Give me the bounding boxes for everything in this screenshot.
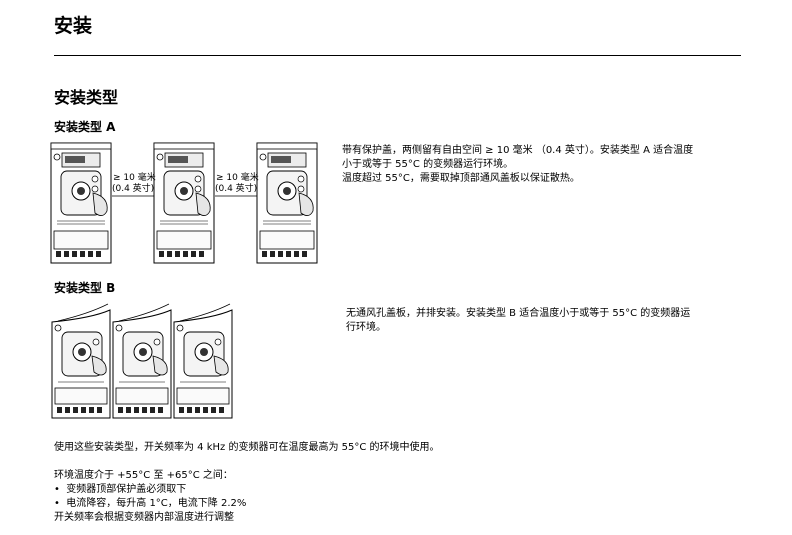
- bullet-item: • 电流降容，每升高 1°C，电流下降 2.2%: [54, 498, 247, 509]
- type-a-line: 带有保护盖，两侧留有自由空间 ≥ 10 毫米 （0.4 英寸）。安装类型 A 适…: [342, 145, 694, 156]
- type-a-illustration: ≥ 10 毫米 (0.4 英寸) ≥ 10 毫米 (0.4 英寸): [50, 142, 318, 264]
- gap-label-2a: (0.4 英寸): [112, 182, 154, 194]
- type-b-illustration: [51, 303, 233, 419]
- type-b-description: 无通风孔盖板，并排安装。安装类型 B 适合温度小于或等于 55°C 的变频器运 …: [346, 307, 690, 335]
- type-a-line: 温度超过 55°C，需要取掉顶部通风盖板以保证散热。: [342, 173, 580, 184]
- bullet-item: • 变频器顶部保护盖必须取下: [54, 484, 187, 495]
- environment-notes: 环境温度介于 +55°C 至 +65°C 之间： • 变频器顶部保护盖必须取下 …: [54, 469, 246, 525]
- gap-label-2b: (0.4 英寸): [215, 182, 257, 194]
- type-b-heading: 安装类型 B: [54, 281, 116, 295]
- environment-intro: 环境温度介于 +55°C 至 +65°C 之间：: [54, 470, 233, 481]
- type-b-line: 无通风孔盖板，并排安装。安装类型 B 适合温度小于或等于 55°C 的变频器运: [346, 308, 691, 319]
- frequency-note: 使用这些安装类型，开关频率为 4 kHz 的变频器可在温度最高为 55°C 的环…: [54, 442, 440, 453]
- type-b-line: 行环境。: [346, 322, 386, 333]
- switching-frequency-note: 开关频率会根据变频器内部温度进行调整: [54, 512, 234, 523]
- title-divider: [54, 55, 741, 56]
- type-a-heading: 安装类型 A: [54, 120, 116, 134]
- bullet-icon: •: [54, 498, 67, 509]
- type-a-line: 小于或等于 55°C 的变频器运行环境。: [342, 159, 514, 170]
- section-title: 安装类型: [54, 88, 119, 107]
- page-title: 安装: [54, 15, 93, 37]
- bullet-icon: •: [54, 484, 67, 495]
- gap-label-1b: ≥ 10 毫米: [216, 171, 259, 183]
- gap-label-1a: ≥ 10 毫米: [113, 171, 156, 183]
- type-a-description: 带有保护盖，两侧留有自由空间 ≥ 10 毫米 （0.4 英寸）。安装类型 A 适…: [342, 144, 693, 186]
